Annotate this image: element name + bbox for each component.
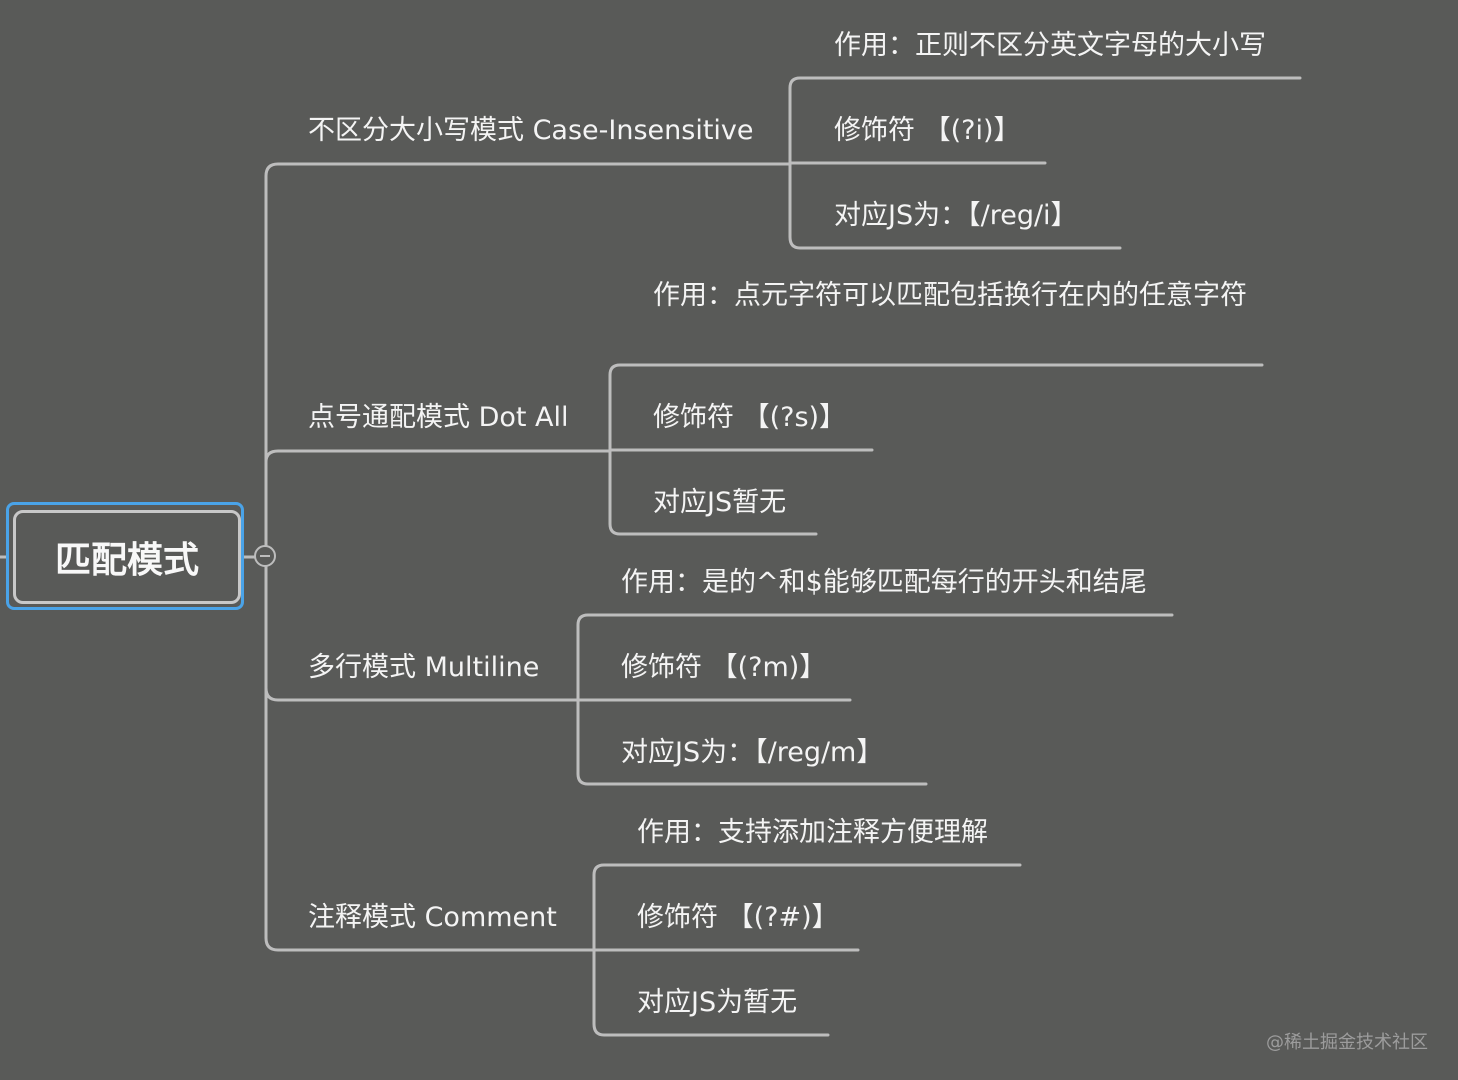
branch-label-multiline[interactable]: 多行模式 Multiline <box>308 652 540 683</box>
trunk-branch-2 <box>264 449 612 464</box>
root-node-selection-frame[interactable] <box>6 502 244 610</box>
main-trunk <box>264 162 792 952</box>
leaf-modifier[interactable]: 修饰符 【(?m)】 <box>621 652 827 683</box>
leaf-purpose[interactable]: 作用：点元字符可以匹配包括换行在内的任意字符 <box>653 280 1247 311</box>
branch3-bracket <box>576 613 1174 786</box>
leaf-purpose[interactable]: 作用：是的^和$能够匹配每行的开头和结尾 <box>621 567 1147 598</box>
branch1-bracket <box>788 76 1302 250</box>
leaf-js-equivalent[interactable]: 对应JS为：【/reg/i】 <box>834 200 1078 231</box>
trunk-branch-3 <box>264 686 580 702</box>
leaf-modifier[interactable]: 修饰符 【(?i)】 <box>834 115 1021 146</box>
branch2-bracket <box>608 363 1264 536</box>
leaf-js-equivalent[interactable]: 对应JS为：【/reg/m】 <box>621 737 884 768</box>
root-node-label: 匹配模式 <box>54 540 199 581</box>
leaf-js-equivalent[interactable]: 对应JS为暂无 <box>637 987 798 1018</box>
leaf-modifier[interactable]: 修饰符 【(?s)】 <box>653 402 847 433</box>
leaf-purpose[interactable]: 作用：支持添加注释方便理解 <box>637 817 988 848</box>
branch-label-dot-all[interactable]: 点号通配模式 Dot All <box>308 402 569 433</box>
branch-label-case-insensitive[interactable]: 不区分大小写模式 Case-Insensitive <box>308 115 754 146</box>
leaf-purpose[interactable]: 作用：正则不区分英文字母的大小写 <box>834 30 1266 61</box>
leaf-js-equivalent[interactable]: 对应JS暂无 <box>653 487 787 518</box>
leaf-modifier[interactable]: 修饰符 【(?#)】 <box>637 902 839 933</box>
collapse-circle-minus-icon[interactable] <box>254 545 276 567</box>
root-node[interactable]: 匹配模式 <box>13 510 241 604</box>
branch-label-comment[interactable]: 注释模式 Comment <box>308 902 557 933</box>
watermark: @稀土掘金技术社区 <box>1266 1032 1428 1053</box>
branch4-bracket <box>592 863 1022 1037</box>
